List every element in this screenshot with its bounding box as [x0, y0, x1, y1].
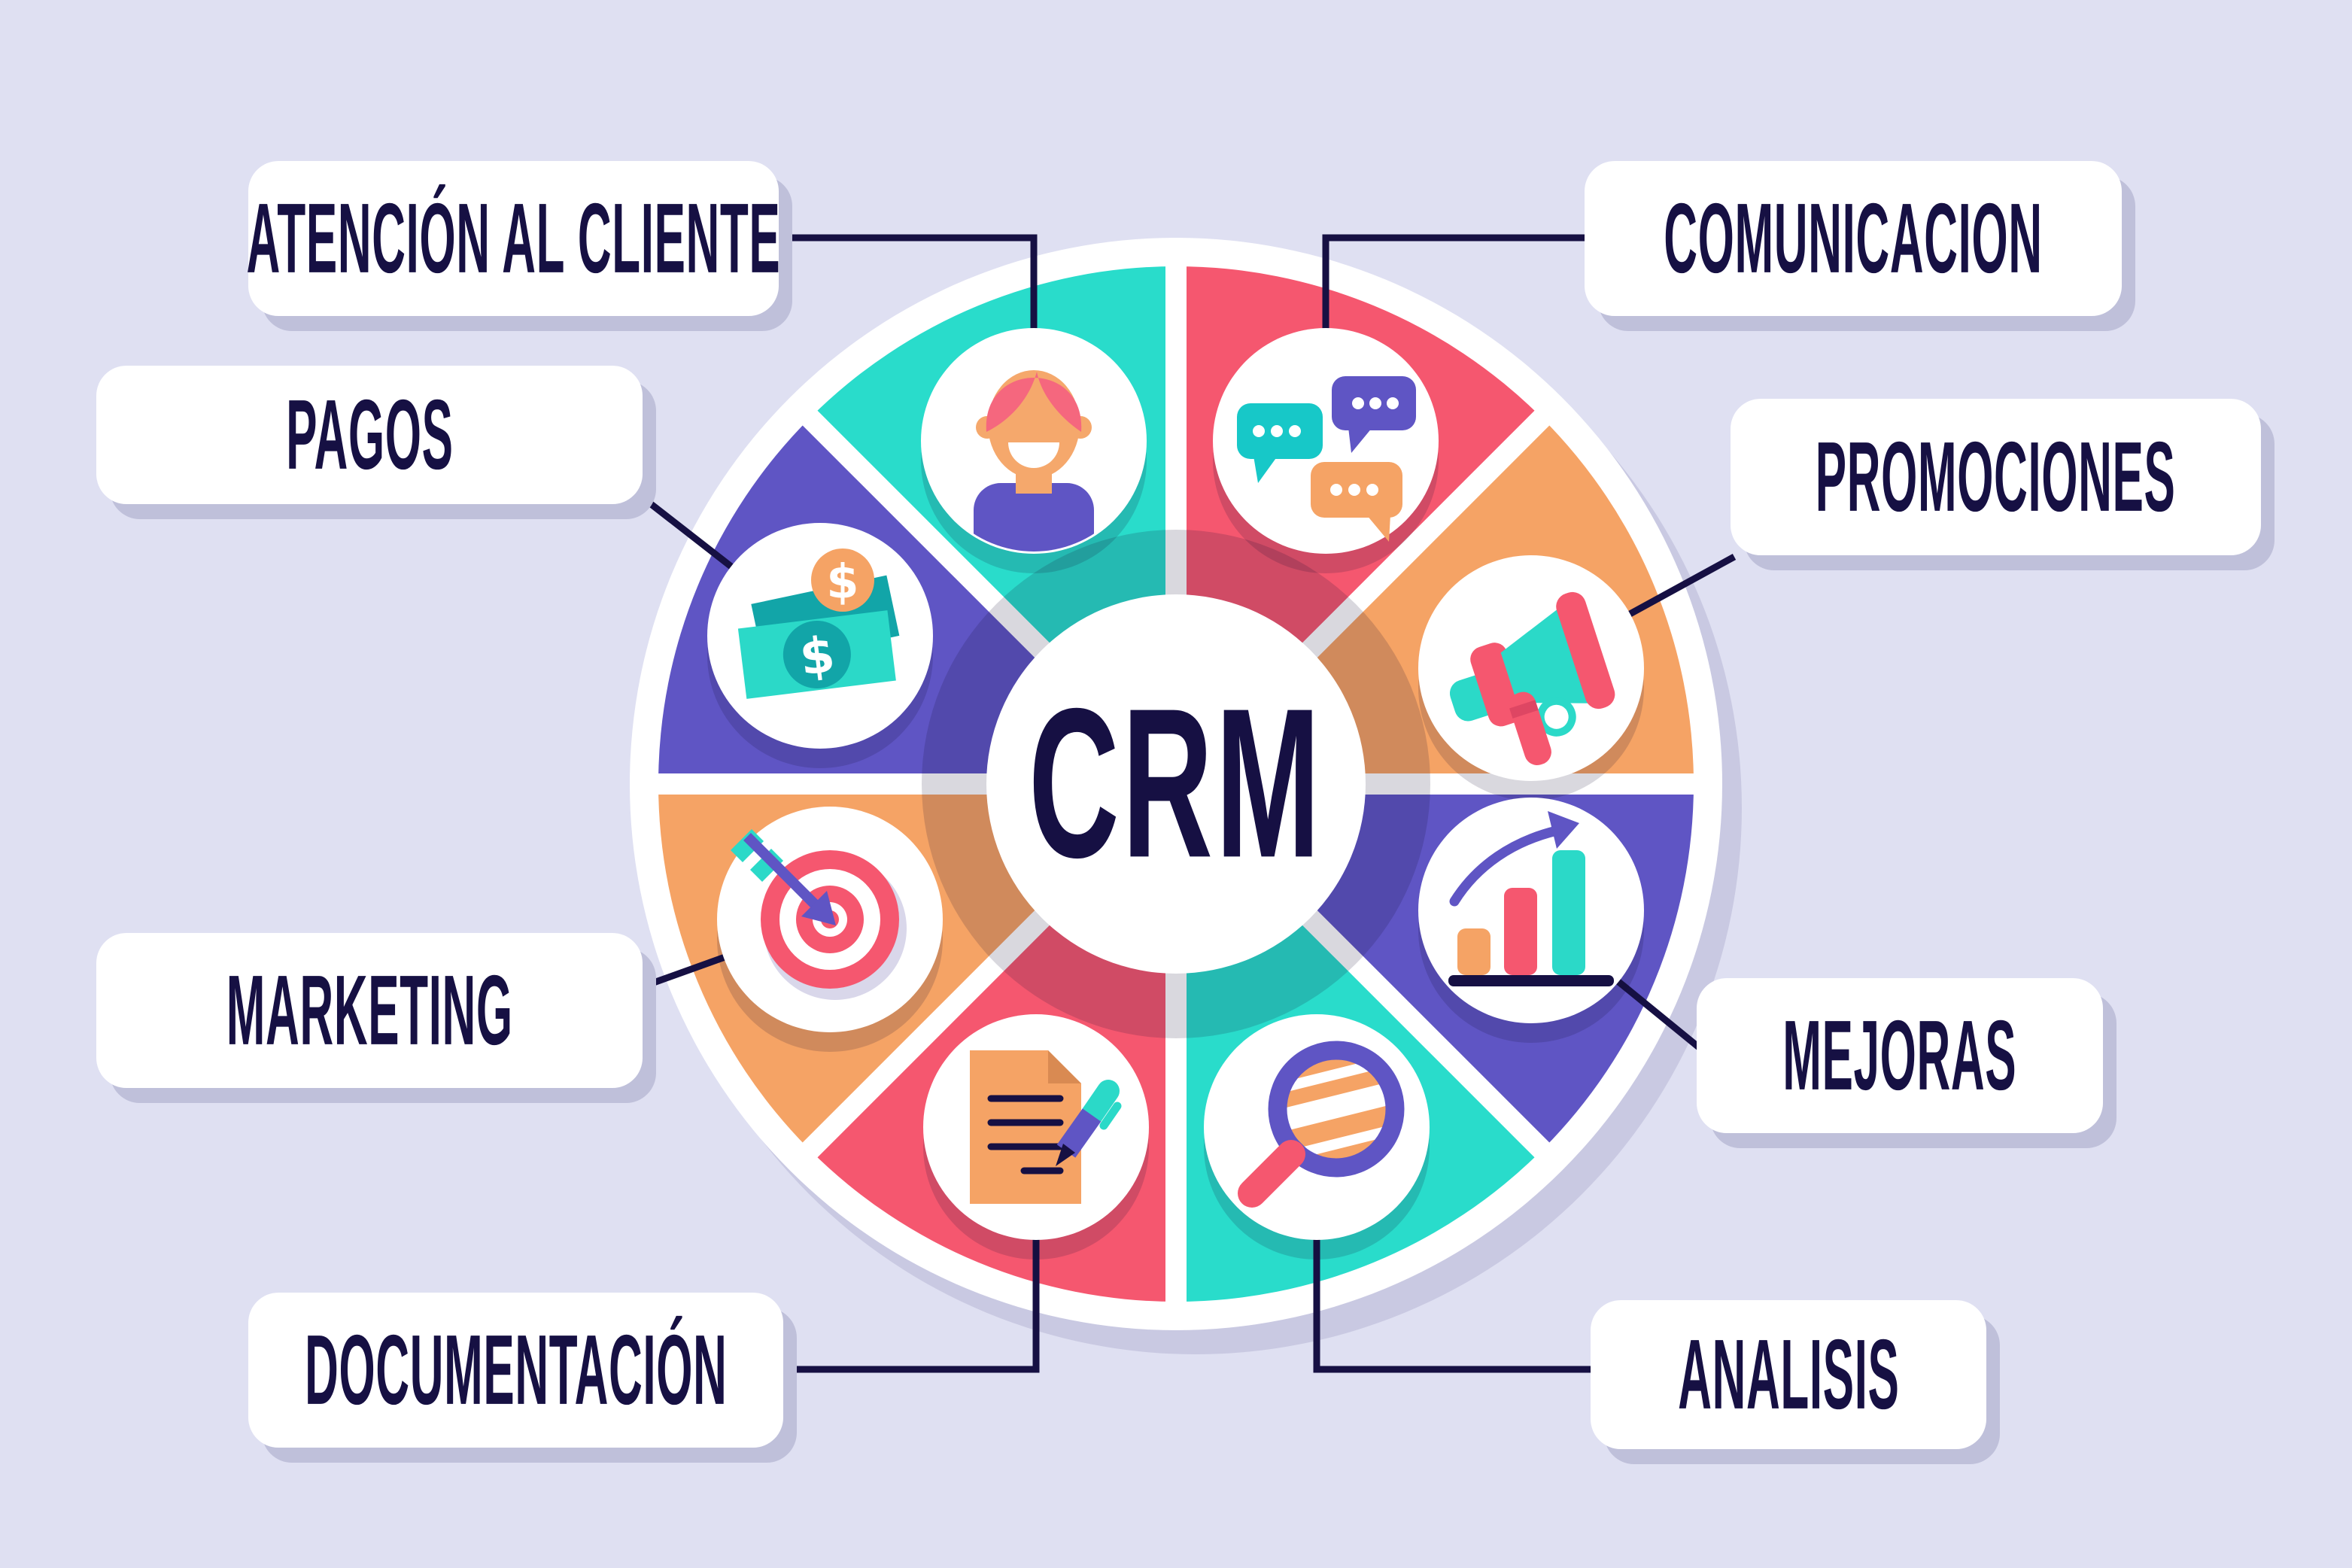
label-analisis: ANALISIS: [1591, 1300, 1986, 1449]
label-comunicacion: COMUNICACION: [1585, 161, 2122, 316]
chat-bubbles-icon: [1213, 328, 1439, 573]
label-marketing: MARKETING: [96, 933, 643, 1088]
center-title: CRM: [988, 677, 1364, 890]
customer-person-icon: [921, 328, 1147, 573]
svg-text:$: $: [797, 625, 838, 687]
center-title-text: CRM: [1029, 664, 1323, 903]
growth-chart-icon: [1418, 798, 1644, 1043]
label-analisis-text: ANALISIS: [1677, 1319, 1900, 1430]
document-pen-icon: [923, 1014, 1149, 1260]
connector-documentacion: [783, 1204, 1040, 1373]
connector-comunicacion: [1322, 234, 1585, 361]
label-atencion-al-cliente: ATENCIÓN AL CLIENTE: [246, 161, 781, 316]
svg-text:$: $: [826, 555, 858, 609]
label-promociones: PROMOCIONES: [1731, 399, 2261, 555]
label-documentacion-text: DOCUMENTACIÓN: [304, 1314, 728, 1426]
label-documentacion: DOCUMENTACIÓN: [248, 1293, 783, 1448]
label-mejoras: MEJORAS: [1697, 978, 2103, 1133]
connector-atencion: [779, 234, 1038, 361]
magnifier-icon: [1204, 1014, 1430, 1260]
label-promociones-text: PROMOCIONES: [1816, 421, 2176, 533]
target-arrow-icon: [717, 807, 943, 1052]
label-atencion-text: ATENCIÓN AL CLIENTE: [246, 183, 781, 294]
megaphone-icon: [1418, 555, 1644, 801]
label-mejoras-text: MEJORAS: [1782, 1000, 2017, 1111]
center-circle: [986, 594, 1366, 974]
label-comunicacion-text: COMUNICACION: [1664, 183, 2043, 294]
label-pagos: PAGOS: [96, 366, 643, 504]
label-marketing-text: MARKETING: [226, 955, 513, 1066]
label-pagos-text: PAGOS: [285, 379, 454, 491]
money-bills-icon: $ $: [707, 523, 933, 768]
connector-analisis: [1313, 1204, 1591, 1373]
